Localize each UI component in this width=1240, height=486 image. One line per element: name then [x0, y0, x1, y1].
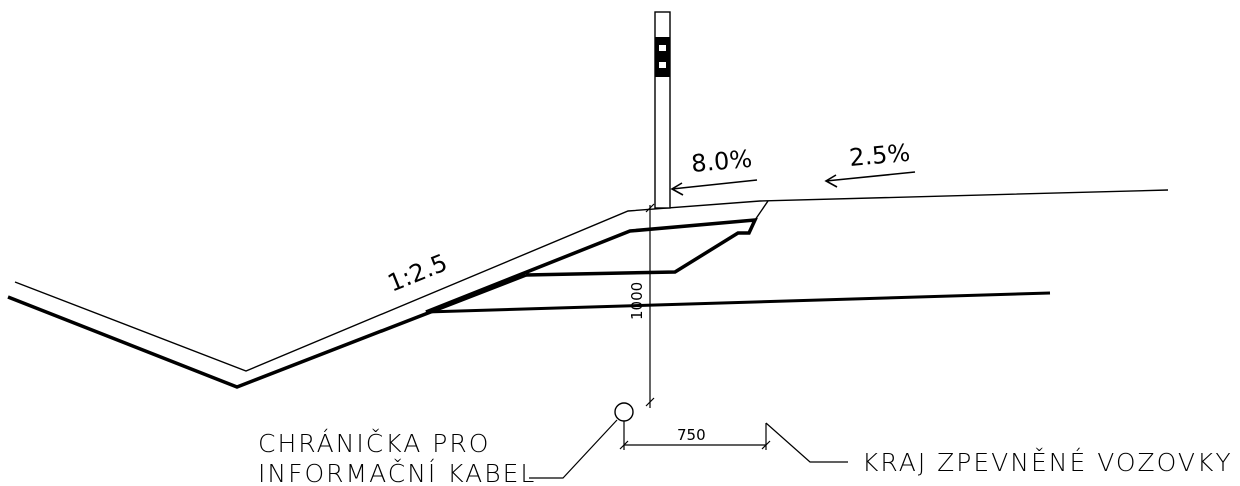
guide-post-reflector-band: [655, 37, 670, 77]
slope-arrow-road: [824, 171, 916, 188]
road-edge-label: KRAJ ZPEVNĚNÉ VOZOVKY: [862, 448, 1233, 477]
cable-label-line2: INFORMAČNÍ KABEL: [258, 458, 536, 486]
guide-post-reflector-bottom: [659, 62, 666, 68]
cable-label-line1: CHRÁNIČKA PRO: [258, 428, 490, 458]
vertical-dimension: 1000: [628, 203, 655, 408]
shoulder-slope-label: 8.0%: [690, 145, 753, 178]
terrain-surface-line: [14, 189, 1169, 372]
pavement-layer-line: [425, 217, 758, 314]
vertical-dimension-label: 1000: [628, 282, 646, 320]
embankment-base-line: [7, 273, 527, 389]
road-slope-label: 2.5%: [848, 139, 911, 172]
road-edge-leader-line: [765, 422, 848, 463]
horizontal-dimension: 750: [619, 421, 771, 450]
cable-leader-line: [529, 419, 618, 479]
guide-post: [654, 11, 671, 209]
slope-arrow-shoulder: [670, 179, 758, 196]
shoulder-edge-line: [754, 200, 769, 221]
horizontal-dimension-label: 750: [677, 426, 706, 444]
guide-post-reflector-top: [659, 45, 666, 51]
subgrade-line: [425, 291, 1051, 314]
cable-pipe-circle: [614, 402, 634, 422]
side-slope-label: 1:2.5: [384, 249, 452, 298]
